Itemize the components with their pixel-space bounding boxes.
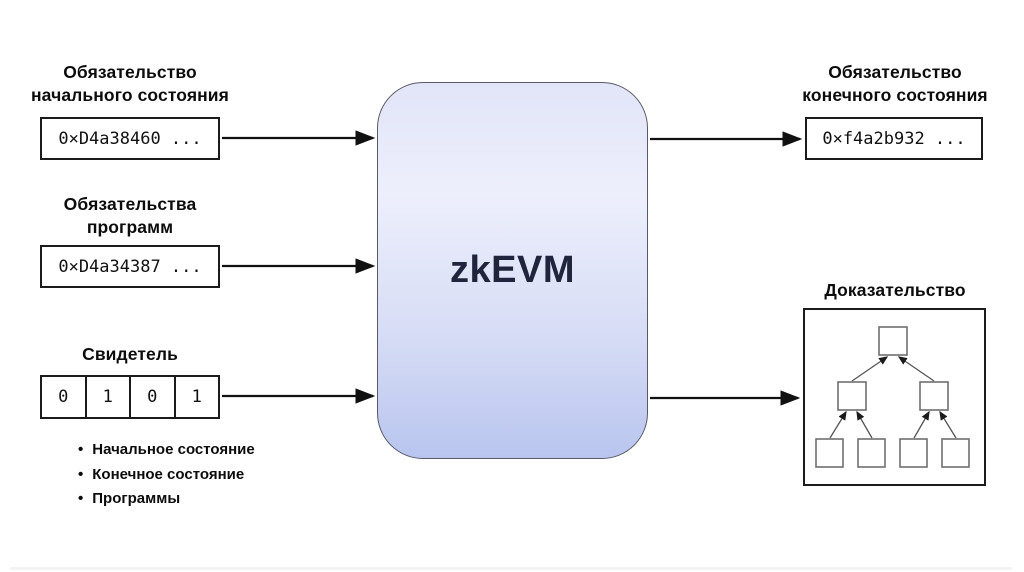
tree-edge-leaf1-midleft xyxy=(829,410,847,439)
final-state-commitment-label: Обязательство конечного состояния xyxy=(775,61,1015,107)
final-state-commitment-label-line2: конечного состояния xyxy=(802,85,988,105)
program-commitments-label-line1: Обязательства xyxy=(63,194,197,214)
zkevm-block: zkEVM xyxy=(377,82,648,459)
merkle-tree-diagram xyxy=(815,326,970,468)
proof-label: Доказательство xyxy=(775,279,1015,302)
tree-leaf-node-3 xyxy=(899,438,928,468)
initial-state-commitment-value: 0×D4a38460 ... xyxy=(58,128,202,149)
initial-state-commitment-label-line1: Обязательство xyxy=(63,62,197,82)
tree-edge-leaf3-midright xyxy=(913,410,930,439)
tree-root-node xyxy=(878,326,908,356)
initial-state-commitment-value-box: 0×D4a38460 ... xyxy=(40,117,220,160)
initial-state-commitment-label-line2: начального состояния xyxy=(31,85,229,105)
witness-bullet-programs: Программы xyxy=(78,487,255,512)
tree-edge-midleft-root xyxy=(851,356,889,382)
final-state-commitment-label-line1: Обязательство xyxy=(828,62,962,82)
final-state-commitment-value-box: 0×f4a2b932 ... xyxy=(805,117,983,160)
bottom-edge-artifact xyxy=(10,567,1012,570)
initial-state-commitment-label: Обязательство начального состояния xyxy=(10,61,250,107)
witness-label-text: Свидетель xyxy=(82,344,178,364)
tree-edge-leaf2-midleft xyxy=(856,410,873,439)
program-commitments-value-box: 0×D4a34387 ... xyxy=(40,245,220,288)
witness-bit-1: 1 xyxy=(87,377,131,417)
program-commitments-value: 0×D4a34387 ... xyxy=(58,256,202,277)
witness-bit-3: 1 xyxy=(191,387,202,407)
tree-mid-node-right xyxy=(919,381,949,411)
program-commitments-label-line2: программ xyxy=(86,217,174,237)
zkevm-title: zkEVM xyxy=(450,249,575,291)
witness-bits-box: 0 1 0 1 xyxy=(40,375,220,419)
final-state-commitment-value: 0×f4a2b932 ... xyxy=(822,128,966,149)
witness-bit-0: 0 xyxy=(42,377,87,417)
tree-leaf-node-2 xyxy=(857,438,886,468)
program-commitments-label: Обязательства программ xyxy=(10,193,250,239)
witness-bullet-initial-state: Начальное состояние xyxy=(78,438,254,463)
witness-label: Свидетель xyxy=(10,343,250,366)
proof-label-text: Доказательство xyxy=(824,280,966,300)
witness-bullet-final-state: Конечное состояние xyxy=(78,463,255,488)
witness-bullet-list: Начальное состояние Конечное состояние П… xyxy=(78,438,255,512)
tree-edge-midright-root xyxy=(897,356,935,382)
tree-leaf-node-4 xyxy=(941,438,970,468)
tree-mid-node-left xyxy=(837,381,867,411)
proof-box xyxy=(803,308,986,486)
tree-leaf-node-1 xyxy=(815,438,844,468)
tree-edge-leaf4-midright xyxy=(939,410,957,439)
witness-bit-2: 0 xyxy=(131,377,176,417)
